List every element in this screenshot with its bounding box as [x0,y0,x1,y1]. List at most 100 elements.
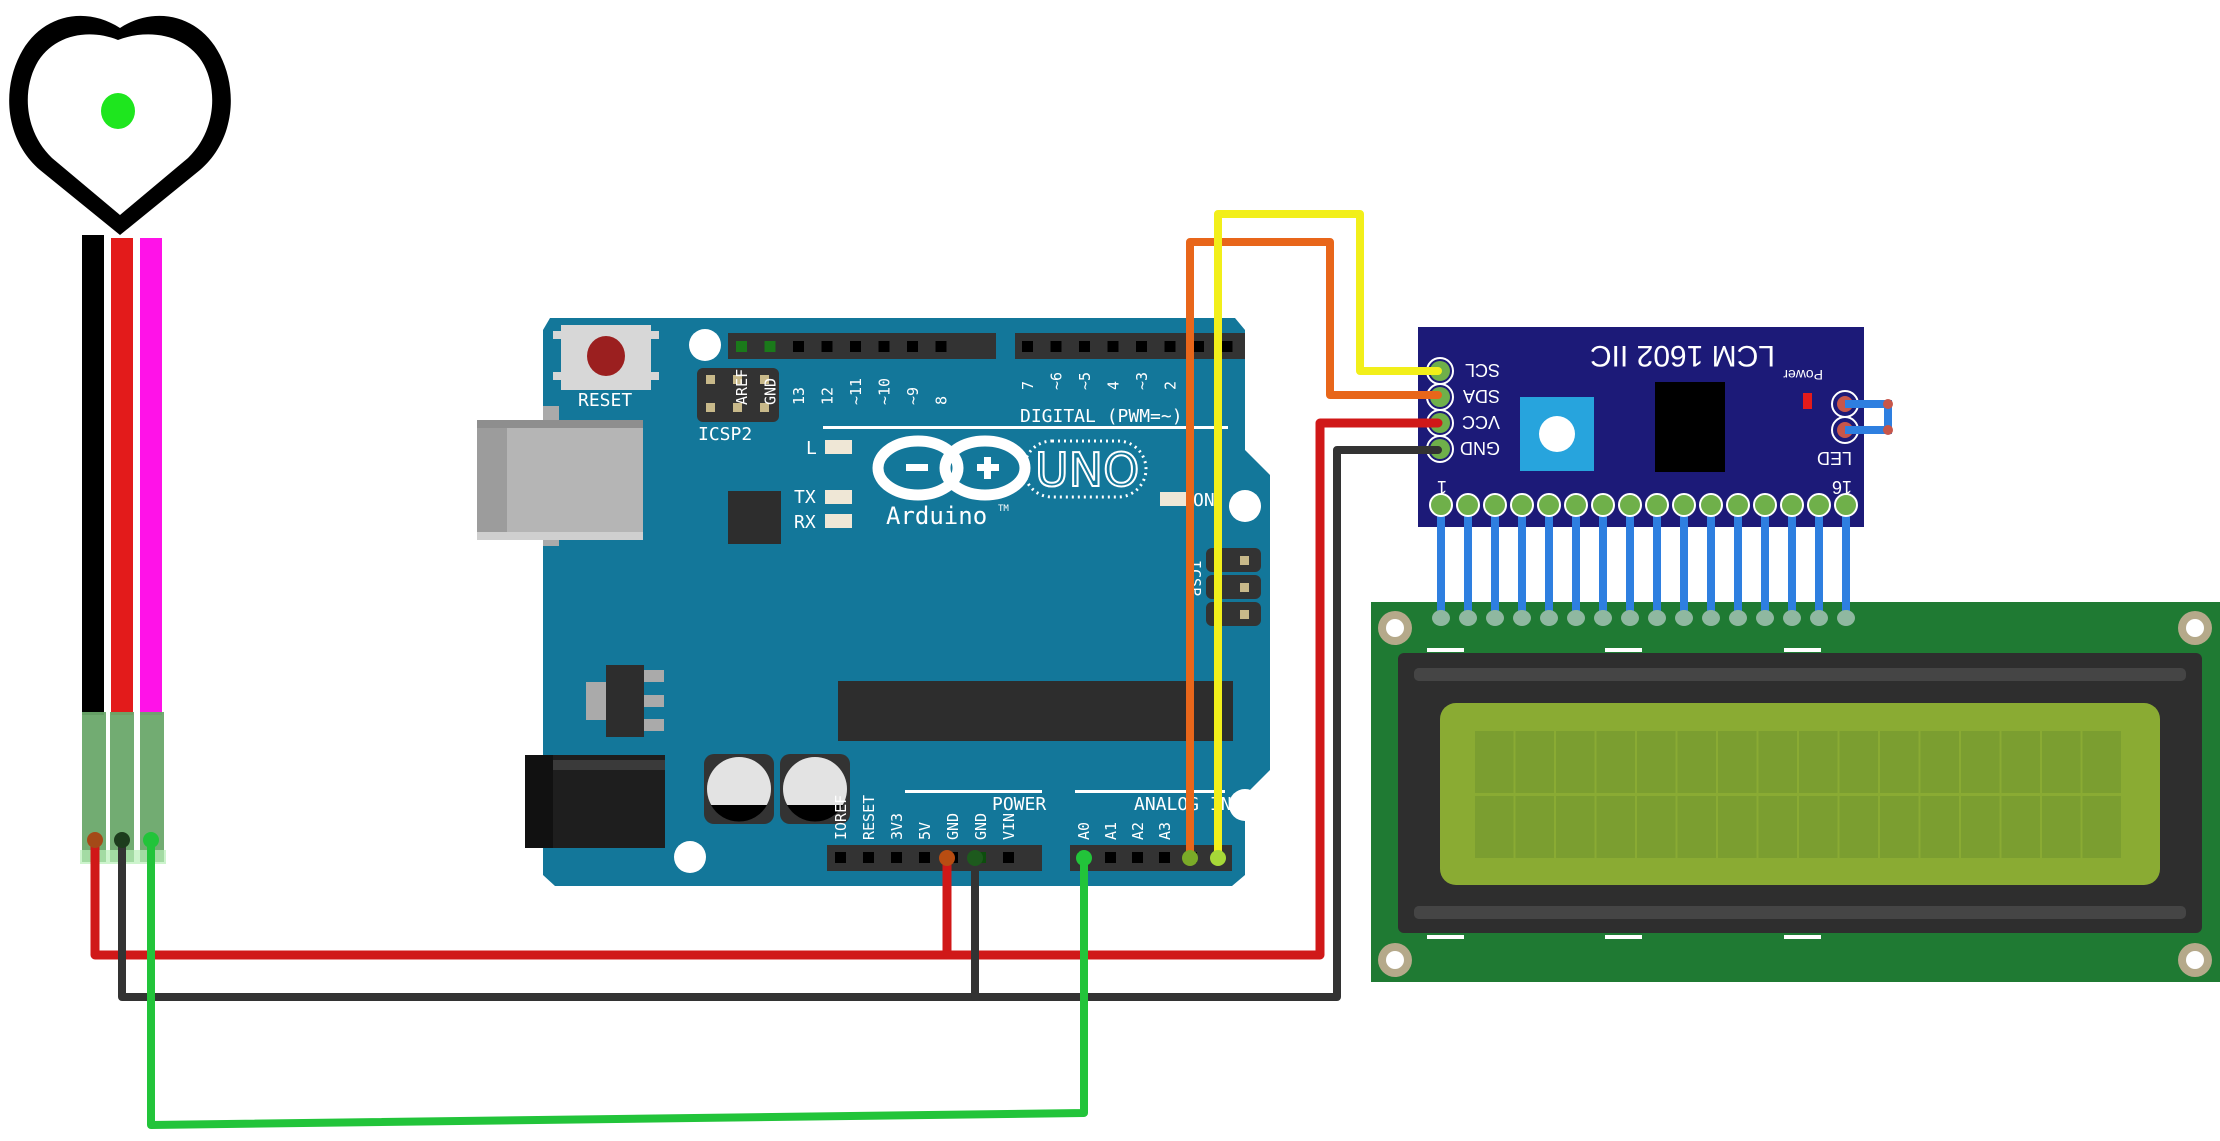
led-rx-label: RX [794,512,816,533]
led-on-label: ON [1193,490,1215,511]
pin-label: ~5 [1076,372,1094,390]
pin-label: GND [762,378,780,405]
lcd-char-cell [1475,796,1514,858]
analog-silk-line [1075,790,1225,793]
header-pin[interactable] [1164,341,1176,352]
lcd-pin-solder [1567,610,1585,626]
icsp2-label: ICSP2 [698,424,752,445]
voltage-regulator [586,665,664,737]
i2c-power-led [1803,393,1812,409]
top-header-pins [736,341,1233,352]
header-pin[interactable] [1159,852,1170,863]
pin-label: AREF [733,369,751,405]
wire-scl[interactable] [1214,210,1442,862]
lcd-char-cell [1515,796,1554,858]
pin-label: A2 [1129,822,1147,840]
lcd-pin-pad [1429,493,1453,517]
sensor-wire-gnd [82,235,104,715]
header-pin[interactable] [835,852,846,863]
wire-5v[interactable] [90,835,952,960]
lcd-char-cell [1920,796,1959,858]
header-pin[interactable] [863,852,874,863]
lcd-pin-solder [1486,610,1504,626]
header-pin[interactable] [1105,852,1116,863]
header-pin[interactable] [736,341,747,352]
wires [87,210,1443,1129]
led-backlight-jumper[interactable] [1831,390,1893,444]
header-pin[interactable] [919,852,930,863]
wire-gnd[interactable] [118,836,979,1001]
lcd-char-cell [1637,796,1676,858]
pin-label: VIN [1000,813,1018,840]
pcf8574-chip [1655,382,1725,472]
lcd-char-cell [1596,731,1635,793]
wire-gnd-i2c[interactable] [971,446,1442,1001]
header-pin[interactable] [821,341,833,352]
lcd-pin-solder [1675,610,1693,626]
lcd-char-cell [2082,731,2121,793]
header-pin[interactable] [793,341,804,352]
wire-signal-a0[interactable] [147,836,1088,1129]
pin-5v-joint [939,850,955,866]
mount-hole [1229,490,1261,522]
lcd-pin-pad [1483,493,1507,517]
power-jack [525,755,665,848]
pin-label: 13 [790,387,808,405]
i2c-led-label: LED [1817,448,1852,468]
header-pin[interactable] [850,341,861,352]
lcd-character-grid [1475,731,2121,858]
header-pin[interactable] [1107,341,1119,352]
atmega-chip [838,681,1233,741]
header-pin[interactable] [878,341,890,352]
header-pin[interactable] [1136,341,1147,352]
pin-label: GND [972,813,990,840]
header-pin[interactable] [1132,852,1143,863]
i2c-pin1-label: 1 [1437,477,1447,497]
lcd-pin-pad [1456,493,1480,517]
header-pin[interactable] [1050,341,1062,352]
pin-label: ~6 [1048,372,1066,390]
lcd-1602 [1371,602,2220,982]
header-pin[interactable] [1079,341,1090,352]
wire-sda[interactable] [1186,238,1442,862]
led-rx [825,514,852,528]
header-pin[interactable] [1003,852,1014,863]
usb-port [477,406,643,546]
reset-button[interactable] [553,325,659,390]
lcd-pin-solder [1756,610,1774,626]
i2c-pin-label: VCC [1462,412,1500,432]
lcd-pin-pad [1591,493,1615,517]
pin-a0-joint [1076,850,1092,866]
header-pin[interactable] [1193,341,1204,352]
lcd-pin-solder [1621,610,1639,626]
lcd-char-cell [1556,731,1595,793]
header-pin[interactable] [935,341,947,352]
mount-hole [1229,789,1261,821]
header-pin[interactable] [764,341,776,352]
lcd-char-cell [2001,731,2040,793]
header-pin[interactable] [1022,341,1033,352]
lcd-pin-pad [1564,493,1588,517]
pin-label: 12 [819,387,837,405]
header-pin[interactable] [907,341,918,352]
pin-label: ~10 [876,378,894,405]
header-pin[interactable] [891,852,902,863]
lcd-char-cell [1677,796,1716,858]
capacitor [704,754,774,824]
usb-chip [728,491,781,544]
lcd-char-cell [1799,731,1838,793]
led-tx-label: TX [794,487,816,508]
lcd-pin-pad [1834,493,1858,517]
wire-5v-i2c[interactable] [942,418,1443,960]
digital-silk-line [823,426,1228,429]
sensor-wire-vcc [111,238,133,715]
mount-hole [689,329,721,361]
sensor-vcc-joint [87,832,103,848]
lcd-pin-solder [1540,610,1558,626]
header-pin[interactable] [1221,341,1233,352]
lcd-char-cell [1961,731,2000,793]
lcd-char-cell [1961,796,2000,858]
